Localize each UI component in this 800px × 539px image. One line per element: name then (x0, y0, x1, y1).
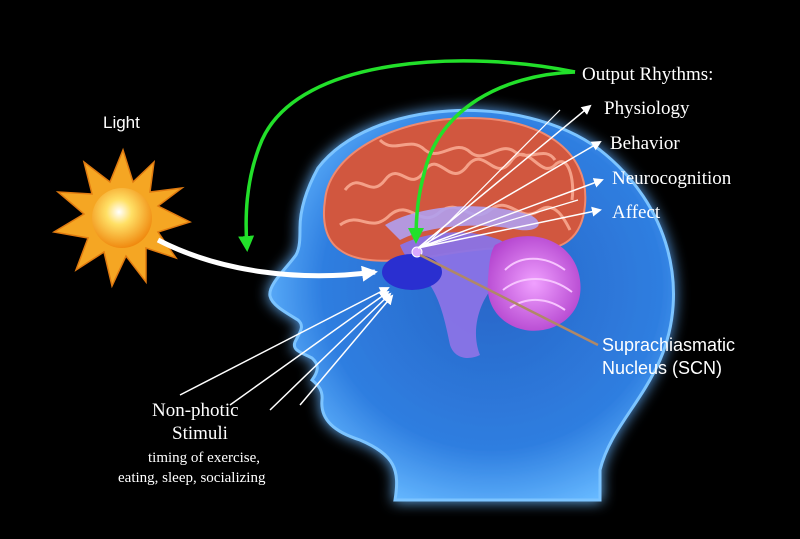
output-physiology-label: Physiology (604, 98, 690, 119)
output-affect-label: Affect (612, 202, 661, 223)
output-behavior-label: Behavior (610, 133, 680, 154)
cerebellum (487, 236, 581, 331)
feedback-arrows (238, 59, 576, 252)
nonphotic-arrows (179, 287, 394, 411)
scn-marker (411, 246, 423, 258)
scn-label-line2: Nucleus (SCN) (602, 358, 723, 378)
output-neurocognition-label: Neurocognition (612, 168, 732, 189)
sun-icon (51, 147, 192, 289)
output-rhythms-label: Output Rhythms: (582, 64, 714, 85)
light-arrow (156, 237, 378, 282)
scn-pointer-line (419, 253, 599, 347)
light-label: Light (103, 113, 140, 132)
nonphotic-detail-line2: eating, sleep, socializing (118, 470, 266, 486)
nonphotic-detail-line1: timing of exercise, (148, 450, 261, 466)
nonphotic-label-line1: Non-photic (152, 400, 239, 421)
nonphotic-label-line2: Stimuli (172, 423, 228, 444)
output-arrows (417, 104, 604, 249)
scn-label-line1: Suprachiasmatic (602, 335, 736, 355)
